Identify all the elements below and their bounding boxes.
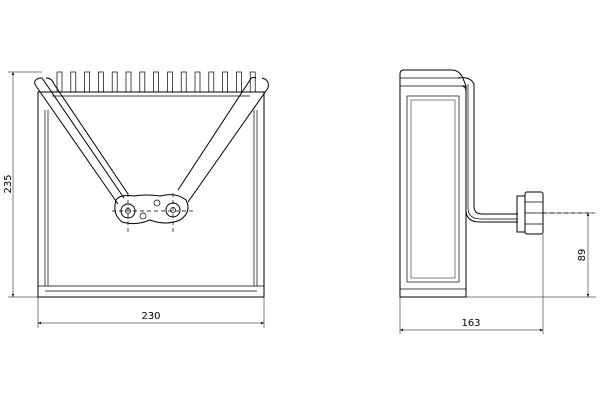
- fin: [167, 71, 173, 93]
- fin: [153, 71, 159, 93]
- v-pipes: [34, 76, 269, 205]
- fin: [222, 71, 228, 93]
- side-view: 89 163: [399, 69, 596, 334]
- width-dimension-label: 230: [141, 311, 160, 322]
- offset-dimension: 89: [466, 212, 596, 298]
- depth-dimension-label: 163: [461, 318, 480, 329]
- pipe-fitting: [516, 191, 544, 235]
- width-dimension: 230: [37, 297, 265, 328]
- evaporator-core: [37, 91, 265, 298]
- offset-dimension-label: 89: [577, 249, 588, 262]
- fin: [98, 71, 104, 93]
- height-dimension: 235: [3, 71, 42, 298]
- fin: [180, 71, 187, 93]
- fin: [249, 71, 256, 93]
- top-fins: [56, 71, 256, 93]
- fin: [208, 71, 215, 93]
- fin: [139, 71, 146, 93]
- connection-flange: [112, 193, 196, 232]
- front-view: 235 230: [3, 71, 269, 328]
- core-side: [399, 69, 467, 298]
- depth-dimension: 163: [399, 234, 544, 334]
- fin: [84, 71, 90, 93]
- fin: [194, 71, 201, 93]
- fin: [111, 71, 118, 93]
- fin: [70, 71, 77, 93]
- height-dimension-label: 235: [3, 174, 14, 193]
- fin: [236, 71, 242, 93]
- fin: [125, 71, 132, 93]
- side-pipe: [457, 77, 518, 223]
